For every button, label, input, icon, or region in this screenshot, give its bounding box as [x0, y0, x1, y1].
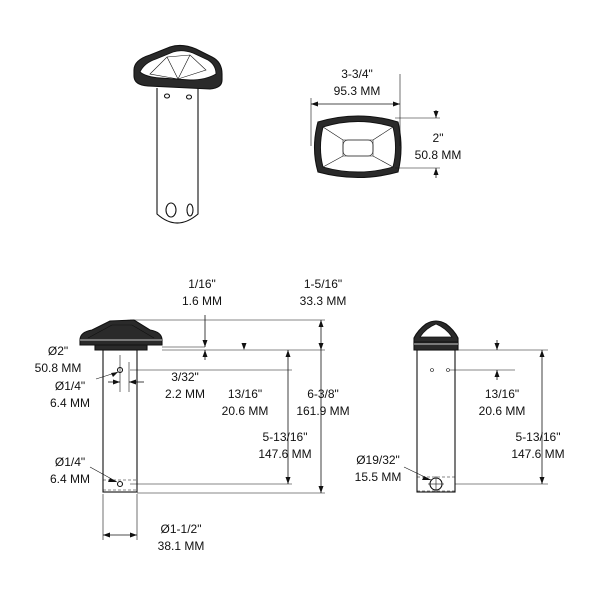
- bottom-hole-dia-mm: 6.4 MM: [50, 472, 90, 486]
- front-cap: [79, 319, 163, 346]
- iso-bottom-hole-2: [186, 203, 194, 217]
- side-hole-spacing-mm: 147.6 MM: [511, 447, 564, 461]
- top-view: [310, 74, 440, 179]
- cap-height-mm: 33.3 MM: [300, 294, 347, 308]
- front-hole-spacing-in: 5-13/16": [263, 430, 308, 444]
- top-depth-in: 2": [433, 131, 444, 145]
- cap-thickness-mm: 1.6 MM: [182, 294, 222, 308]
- bottom-hole-dia-in: Ø1/4": [55, 455, 85, 469]
- iso-tube: [156, 88, 199, 224]
- side-top-depth-in: 13/16": [485, 387, 519, 401]
- front-top-depth-mm: 20.6 MM: [222, 404, 269, 418]
- iso-top-hole-2: [185, 94, 193, 100]
- top-depth-mm: 50.8 MM: [415, 148, 462, 162]
- side-top-depth-mm: 20.6 MM: [479, 404, 526, 418]
- front-view: [79, 315, 325, 540]
- tube-dia-in: Ø1-1/2": [161, 522, 202, 536]
- cap-height-in: 1-5/16": [304, 277, 342, 291]
- side-hole-spacing-in: 5-13/16": [516, 430, 561, 444]
- overall-height-in: 6-3/8": [307, 387, 339, 401]
- cap-thickness-in: 1/16": [188, 277, 216, 291]
- iso-cap-facets: [149, 54, 207, 80]
- front-hole-spacing-mm: 147.6 MM: [258, 447, 311, 461]
- top-hole-dia-mm: 6.4 MM: [50, 396, 90, 410]
- top-width-mm: 95.3 MM: [334, 84, 381, 98]
- cap-diameter-mm: 50.8 MM: [35, 361, 82, 375]
- side-tube: [416, 349, 456, 493]
- tube-dia-mm: 38.1 MM: [158, 539, 205, 553]
- hole-offset-mm: 2.2 MM: [165, 387, 205, 401]
- slot-dia-in: Ø19/32": [356, 453, 400, 467]
- iso-bottom-hole: [165, 202, 177, 218]
- isometric-view: [133, 44, 223, 224]
- slot-dia-mm: 15.5 MM: [355, 470, 402, 484]
- front-bottom-hole: [116, 480, 124, 488]
- front-top-depth-in: 13/16": [228, 387, 262, 401]
- overall-height-mm: 161.9 MM: [296, 404, 349, 418]
- hole-offset-in: 3/32": [171, 370, 199, 384]
- iso-top-hole: [163, 93, 171, 99]
- cap-diameter-in: Ø2": [48, 344, 68, 358]
- top-hole-dia-in: Ø1/4": [55, 379, 85, 393]
- side-view: [403, 320, 548, 493]
- top-width-in: 3-3/4": [341, 67, 373, 81]
